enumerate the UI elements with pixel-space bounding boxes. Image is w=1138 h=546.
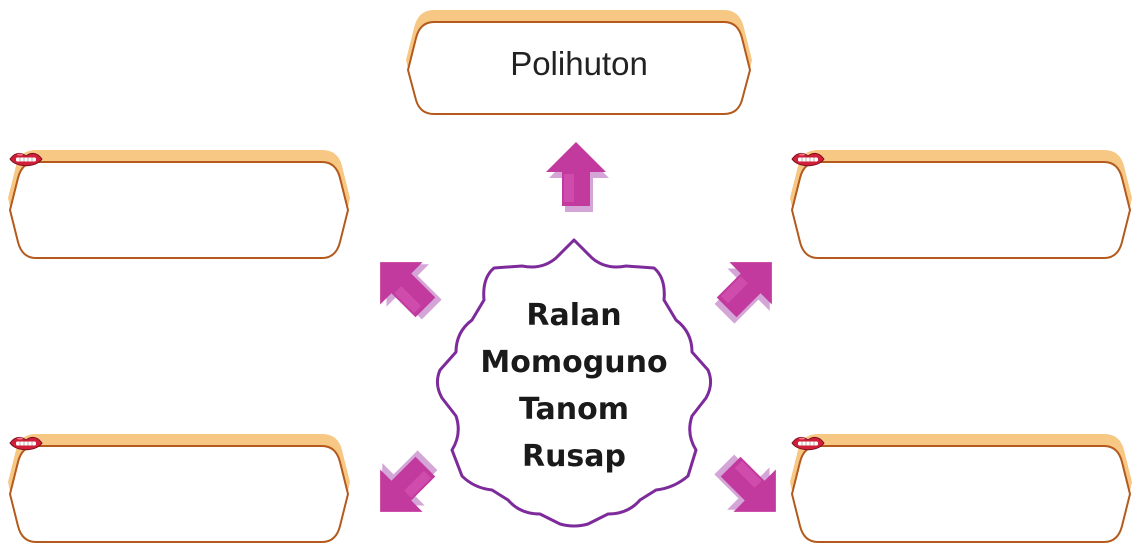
center-burst-shape (435, 238, 713, 528)
side-box-top-right (790, 150, 1132, 260)
side-box-top-left (8, 150, 350, 260)
center-line-1: Ralan (526, 298, 622, 333)
side-box-shape (790, 434, 1132, 543)
lips-icon (9, 152, 43, 167)
side-box-bottom-right (790, 434, 1132, 544)
lips-icon (791, 152, 825, 167)
side-box-bottom-left (8, 434, 350, 544)
side-box-shape (8, 150, 350, 259)
center-line-4: Rusap (521, 439, 627, 474)
center-line-3: Tanom (518, 392, 630, 427)
top-box-label: Polihuton (510, 45, 648, 82)
top-box: Polihuton (406, 4, 752, 116)
arrow-up-icon (546, 142, 609, 212)
side-box-shape (790, 150, 1132, 259)
center-text: Ralan Momoguno Tanom Rusap (430, 238, 718, 528)
top-box-shape (406, 10, 752, 115)
lips-icon (791, 436, 825, 451)
center-line-2: Momoguno (480, 345, 668, 380)
side-box-shape (8, 434, 350, 543)
lips-icon (9, 436, 43, 451)
